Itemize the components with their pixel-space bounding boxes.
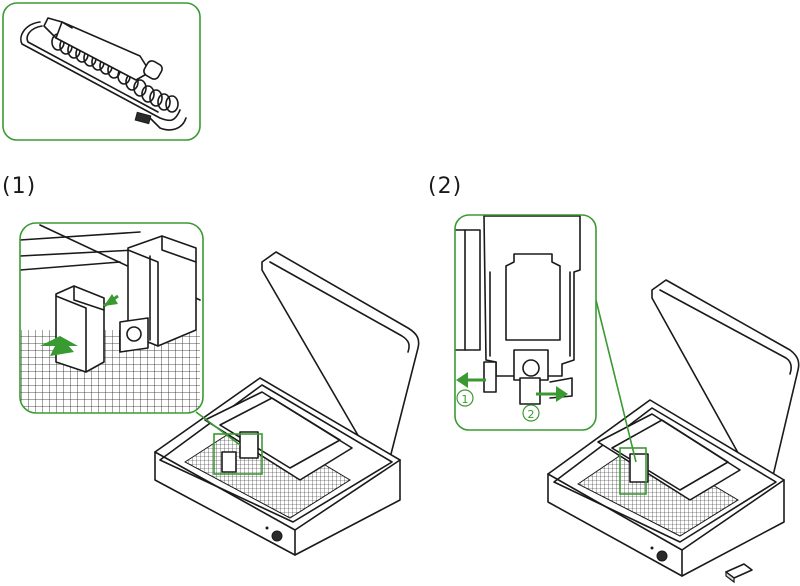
callout-number-2: 2 <box>528 408 535 421</box>
step-2-label: (2) <box>428 174 462 199</box>
zoom-callout-step-2: 1 2 <box>455 215 596 430</box>
callout-number-1: 1 <box>462 393 469 406</box>
step-1-label: (1) <box>2 174 36 199</box>
zoom-callout-step-1 <box>20 223 203 413</box>
accessory-panel <box>3 3 200 140</box>
